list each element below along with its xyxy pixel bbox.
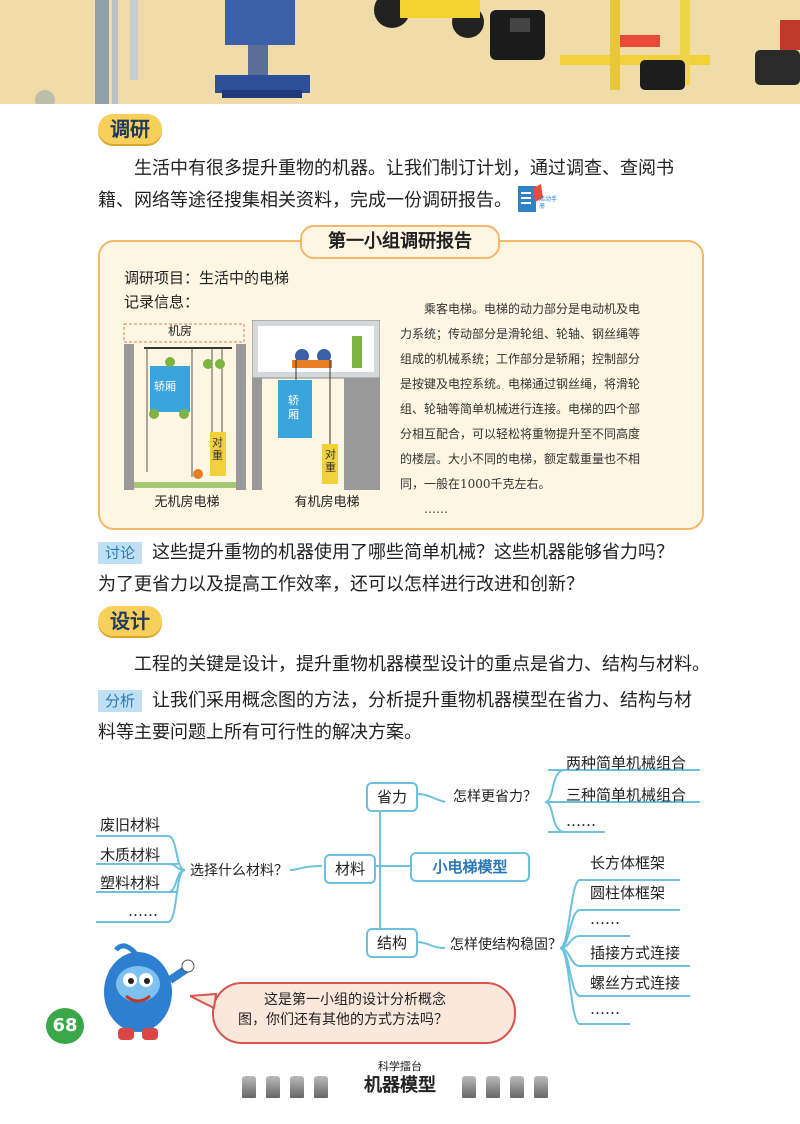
mascot-character	[96, 940, 196, 1044]
material-option: 废旧材料	[100, 816, 161, 834]
structure-option: 螺丝方式连接	[590, 974, 681, 992]
machine-models-photo	[0, 0, 800, 104]
analysis-tag: 分析	[98, 690, 143, 712]
robot-icon	[266, 1076, 280, 1098]
robot-icon	[462, 1076, 476, 1098]
caption-no-machine-room: 无机房电梯	[154, 495, 220, 510]
report-text-line: 同，一般在1000千克左右。	[400, 477, 551, 491]
footer-small-title: 科学擂台	[378, 1060, 422, 1073]
robot-icon	[486, 1076, 500, 1098]
structure-option: ……	[590, 1000, 620, 1018]
effort-option: 两种简单机械组合	[566, 754, 687, 772]
speech-line-2: 图，你们还有其他的方式方法吗？	[238, 1012, 448, 1028]
report-text-line: 是按键及电控系统。电梯通过钢丝绳，将滑轮	[400, 377, 641, 391]
robot-icon	[314, 1076, 328, 1098]
robot-icon	[510, 1076, 524, 1098]
concept-center-node: 小电梯模型	[410, 852, 530, 882]
research-report-card	[98, 240, 704, 530]
discussion-line-2: 为了更省力以及提高工作效率，还可以怎样进行改进和创新？	[98, 574, 584, 595]
report-text-line: 力系统；传动部分是滑轮组、轮轴、钢丝绳等	[400, 327, 641, 341]
material-node: 材料	[324, 854, 376, 884]
cab-label: 轿厢	[154, 380, 176, 393]
robot-icon	[534, 1076, 548, 1098]
report-title: 第一小组调研报告	[300, 225, 500, 259]
elevator-diagram-machine-room: 轿厢 对重	[251, 319, 381, 490]
material-option: 塑料材料	[100, 874, 161, 892]
speech-bubble-tail	[190, 992, 218, 1010]
material-option: ……	[128, 902, 158, 920]
cab-label: 轿厢	[288, 394, 299, 421]
caption-machine-room: 有机房电梯	[294, 495, 360, 510]
effort-question: 怎样更省力？	[453, 789, 537, 805]
analysis-text: 让我们采用概念图的方法，分析提升重物机器模型在省力、结构与材	[152, 690, 693, 711]
footer-title: 机器模型	[364, 1075, 436, 1096]
effort-option: ……	[566, 812, 596, 830]
report-text-block: 乘客电梯。电梯的动力部分是电动机及电 力系统；传动部分是滑轮组、轮轴、钢丝绳等 …	[400, 297, 692, 522]
analysis-line-2: 料等主要问题上所有可行性的解决方案。	[98, 722, 422, 743]
material-option: 木质材料	[100, 846, 161, 864]
material-question: 选择什么材料？	[190, 863, 288, 879]
effort-node: 省力	[366, 782, 418, 812]
counterweight-label: 对重	[212, 436, 223, 462]
elevator-diagram-no-machine-room: 机房 轿厢 对重	[122, 322, 248, 490]
report-text-line: 乘客电梯。电梯的动力部分是电动机及电	[424, 302, 641, 316]
section-label-survey: 调研	[98, 114, 162, 144]
header-photo-banner	[0, 0, 800, 104]
report-project: 调研项目：生活中的电梯	[124, 269, 290, 287]
speech-bubble: 这是第一小组的设计分析概念 图，你们还有其他的方式方法吗？	[212, 982, 516, 1044]
structure-option: 长方体框架	[590, 854, 666, 872]
report-text-line: 组成的机械系统；工作部分是轿厢；控制部分	[400, 352, 641, 366]
report-text-line: ……	[424, 502, 448, 516]
counterweight-label: 对重	[325, 448, 336, 474]
report-text-line: 的楼层。大小不同的电梯，额定载重量也不相	[400, 452, 641, 466]
structure-question: 怎样使结构稳固？	[450, 937, 562, 953]
structure-option: 插接方式连接	[590, 944, 681, 962]
concept-map-lines	[96, 769, 700, 1025]
intro-line-2: 籍、网络等途径搜集相关资料，完成一份调研报告。	[98, 190, 512, 211]
page-number: 68	[46, 1008, 84, 1044]
analysis-line-1: 分析让我们采用概念图的方法，分析提升重物机器模型在省力、结构与材	[98, 684, 718, 718]
discussion-text: 这些提升重物的机器使用了哪些简单机械？这些机器能够省力吗？	[152, 542, 675, 563]
effort-option: 三种简单机械组合	[566, 786, 687, 804]
report-record-label: 记录信息：	[124, 293, 200, 311]
design-line-1: 工程的关键是设计，提升重物机器模型设计的重点是省力、结构与材料。	[134, 654, 710, 675]
robot-icon	[290, 1076, 304, 1098]
structure-option: ……	[590, 910, 620, 928]
activity-handbook-icon: 活动手册	[517, 184, 559, 218]
speech-line-1: 这是第一小组的设计分析概念	[264, 992, 446, 1008]
machine-room-label: 机房	[168, 324, 193, 338]
discussion-tag: 讨论	[98, 542, 143, 564]
robot-icon	[242, 1076, 256, 1098]
discussion-line-1: 讨论这些提升重物的机器使用了哪些简单机械？这些机器能够省力吗？	[98, 536, 718, 570]
footer: 科学擂台 机器模型	[0, 1050, 800, 1124]
intro-line-1: 生活中有很多提升重物的机器。让我们制订计划，通过调查、查阅书	[134, 158, 674, 179]
handbook-icon-label: 活动手册	[539, 196, 558, 210]
structure-option: 圆柱体框架	[590, 884, 666, 902]
report-text-line: 分相互配合，可以轻松将重物提升至不同高度	[400, 427, 641, 441]
section-label-design: 设计	[98, 606, 162, 636]
structure-node: 结构	[366, 928, 418, 958]
report-text-line: 组、轮轴等简单机械进行连接。电梯的四个部	[400, 402, 641, 416]
